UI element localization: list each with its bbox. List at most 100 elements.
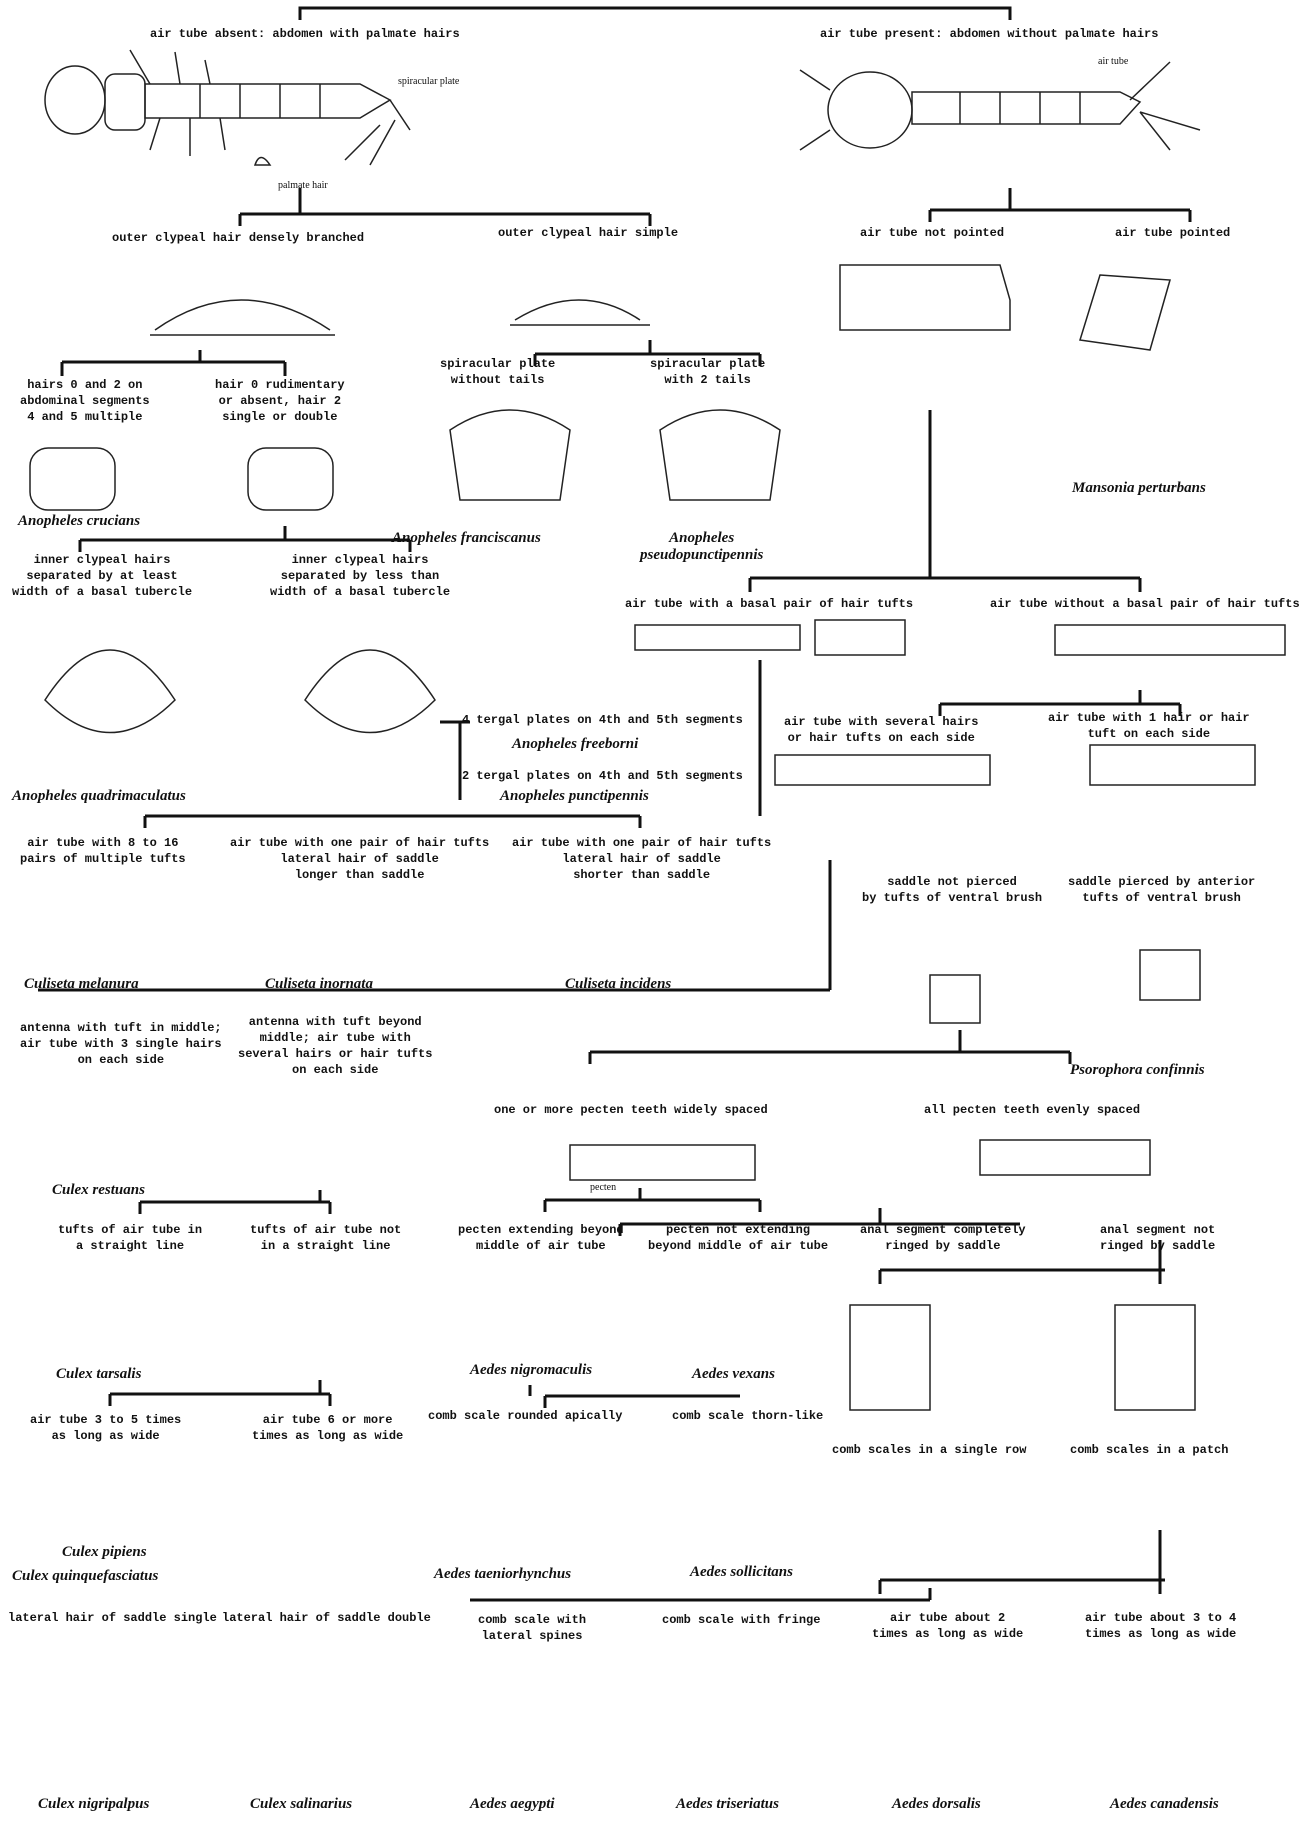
species-salinarius: Culex salinarius xyxy=(250,1796,352,1813)
species-perturbans: Mansonia perturbans xyxy=(1072,480,1206,497)
couplet-4b-line: hair 0 rudimentary xyxy=(215,377,345,393)
couplet-5a-line: spiracular plate xyxy=(440,356,555,372)
couplet-7b: air tube without a basal pair of hair tu… xyxy=(990,596,1300,612)
couplet-17b-line: air tube 6 or more xyxy=(252,1412,403,1428)
pecten-label: pecten xyxy=(590,1182,616,1193)
couplet-6a-line: separated by at least xyxy=(12,568,192,584)
species-quadrimaculatus: Anopheles quadrimaculatus xyxy=(12,788,186,805)
couplet-15b-line: pecten not extending xyxy=(648,1222,828,1238)
couplet-22a-line: times as long as wide xyxy=(872,1626,1023,1642)
couplet-10c-line: lateral hair of saddle xyxy=(512,851,771,867)
couplet-16b-line: ringed by saddle xyxy=(1100,1238,1215,1254)
couplet-9b: air tube with 1 hair or hair tuft on eac… xyxy=(1048,710,1250,742)
couplet-16a-line: anal segment completely xyxy=(860,1222,1026,1238)
couplet-4a-line: hairs 0 and 2 on xyxy=(20,377,150,393)
couplet-10b-line: air tube with one pair of hair tufts xyxy=(230,835,489,851)
species-aegypti: Aedes aegypti xyxy=(470,1796,555,1813)
couplet-20b: lateral hair of saddle double xyxy=(222,1610,431,1626)
couplet-10a: air tube with 8 to 16 pairs of multiple … xyxy=(20,835,186,867)
couplet-14a-line: tufts of air tube in xyxy=(58,1222,202,1238)
species-punctipennis: Anopheles punctipennis xyxy=(500,788,649,805)
couplet-21a-line: comb scale with xyxy=(478,1612,586,1628)
species-nigromaculis: Aedes nigromaculis xyxy=(470,1362,592,1379)
couplet-22a: air tube about 2 times as long as wide xyxy=(872,1610,1023,1642)
air-tube-label: air tube xyxy=(1098,56,1128,67)
couplet-14a: tufts of air tube in a straight line xyxy=(58,1222,202,1254)
couplet-14b-line: in a straight line xyxy=(250,1238,401,1254)
couplet-21b: comb scale with fringe xyxy=(662,1612,820,1628)
couplet-11a-line: by tufts of ventral brush xyxy=(862,890,1042,906)
species-confinnis: Psorophora confinnis xyxy=(1070,1062,1205,1079)
couplet-12b-line: on each side xyxy=(238,1062,432,1078)
couplet-3b: air tube pointed xyxy=(1115,225,1230,241)
couplet-4b-line: single or double xyxy=(215,409,345,425)
species-tarsalis: Culex tarsalis xyxy=(56,1366,141,1383)
couplet-22b-line: times as long as wide xyxy=(1085,1626,1236,1642)
couplet-12a: antenna with tuft in middle; air tube wi… xyxy=(20,1020,222,1068)
couplet-22b: air tube about 3 to 4 times as long as w… xyxy=(1085,1610,1236,1642)
species-pipiens: Culex pipiens xyxy=(62,1544,147,1561)
species-restuans: Culex restuans xyxy=(52,1182,145,1199)
couplet-17a-line: as long as wide xyxy=(30,1428,181,1444)
couplet-6b-line: width of a basal tubercle xyxy=(270,584,450,600)
species-triseriatus: Aedes triseriatus xyxy=(676,1796,779,1813)
couplet-15a-line: middle of air tube xyxy=(458,1238,624,1254)
couplet-12b-line: antenna with tuft beyond xyxy=(238,1014,432,1030)
couplet-6b-line: inner clypeal hairs xyxy=(270,552,450,568)
couplet-5b-line: spiracular plate xyxy=(650,356,765,372)
couplet-6a-line: inner clypeal hairs xyxy=(12,552,192,568)
couplet-11a: saddle not pierced by tufts of ventral b… xyxy=(862,874,1042,906)
species-inornata: Culiseta inornata xyxy=(265,976,373,993)
species-pseudopunctipennis: Anopheles pseudopunctipennis xyxy=(640,530,763,564)
species-incidens: Culiseta incidens xyxy=(565,976,671,993)
species-quinquefasciatus: Culex quinquefasciatus xyxy=(12,1568,158,1585)
couplet-20a: lateral hair of saddle single xyxy=(8,1610,217,1626)
couplet-4b: hair 0 rudimentary or absent, hair 2 sin… xyxy=(215,377,345,425)
species-sollicitans: Aedes sollicitans xyxy=(690,1564,793,1581)
couplet-11b-line: saddle pierced by anterior xyxy=(1068,874,1255,890)
couplet-19a: comb scales in a single row xyxy=(832,1442,1026,1458)
couplet-1b: air tube present: abdomen without palmat… xyxy=(820,26,1158,42)
species-nigripalpus: Culex nigripalpus xyxy=(38,1796,149,1813)
species-canadensis: Aedes canadensis xyxy=(1110,1796,1219,1813)
species-melanura: Culiseta melanura xyxy=(24,976,139,993)
couplet-12b-line: several hairs or hair tufts xyxy=(238,1046,432,1062)
couplet-21a-line: lateral spines xyxy=(478,1628,586,1644)
couplet-12b: antenna with tuft beyond middle; air tub… xyxy=(238,1014,432,1078)
couplet-6b: inner clypeal hairs separated by less th… xyxy=(270,552,450,600)
couplet-10c-line: shorter than saddle xyxy=(512,867,771,883)
couplet-12a-line: air tube with 3 single hairs xyxy=(20,1036,222,1052)
couplet-15b-line: beyond middle of air tube xyxy=(648,1238,828,1254)
couplet-4a-line: 4 and 5 multiple xyxy=(20,409,150,425)
couplet-12a-line: antenna with tuft in middle; xyxy=(20,1020,222,1036)
couplet-22a-line: air tube about 2 xyxy=(872,1610,1023,1626)
couplet-14a-line: a straight line xyxy=(58,1238,202,1254)
couplet-13a: one or more pecten teeth widely spaced xyxy=(494,1102,768,1118)
couplet-10a-line: pairs of multiple tufts xyxy=(20,851,186,867)
couplet-15a-line: pecten extending beyond xyxy=(458,1222,624,1238)
couplet-18b: comb scale thorn-like xyxy=(672,1408,823,1424)
couplet-9b-line: tuft on each side xyxy=(1048,726,1250,742)
couplet-10c-line: air tube with one pair of hair tufts xyxy=(512,835,771,851)
species-franciscanus: Anopheles franciscanus xyxy=(392,530,541,547)
couplet-17b-line: times as long as wide xyxy=(252,1428,403,1444)
couplet-10c: air tube with one pair of hair tufts lat… xyxy=(512,835,771,883)
couplet-4a-line: abdominal segments xyxy=(20,393,150,409)
couplet-10b: air tube with one pair of hair tufts lat… xyxy=(230,835,489,883)
couplet-6a-line: width of a basal tubercle xyxy=(12,584,192,600)
couplet-18a: comb scale rounded apically xyxy=(428,1408,622,1424)
couplet-3a: air tube not pointed xyxy=(860,225,1004,241)
couplet-5a: spiracular plate without tails xyxy=(440,356,555,388)
couplet-21a: comb scale with lateral spines xyxy=(478,1612,586,1644)
couplet-13b: all pecten teeth evenly spaced xyxy=(924,1102,1140,1118)
couplet-17a-line: air tube 3 to 5 times xyxy=(30,1412,181,1428)
couplet-5b-line: with 2 tails xyxy=(650,372,765,388)
couplet-19b: comb scales in a patch xyxy=(1070,1442,1228,1458)
couplet-4b-line: or absent, hair 2 xyxy=(215,393,345,409)
couplet-9a-line: air tube with several hairs xyxy=(784,714,978,730)
couplet-9a: air tube with several hairs or hair tuft… xyxy=(784,714,978,746)
couplet-10b-line: lateral hair of saddle xyxy=(230,851,489,867)
species-dorsalis: Aedes dorsalis xyxy=(892,1796,981,1813)
couplet-15b: pecten not extending beyond middle of ai… xyxy=(648,1222,828,1254)
